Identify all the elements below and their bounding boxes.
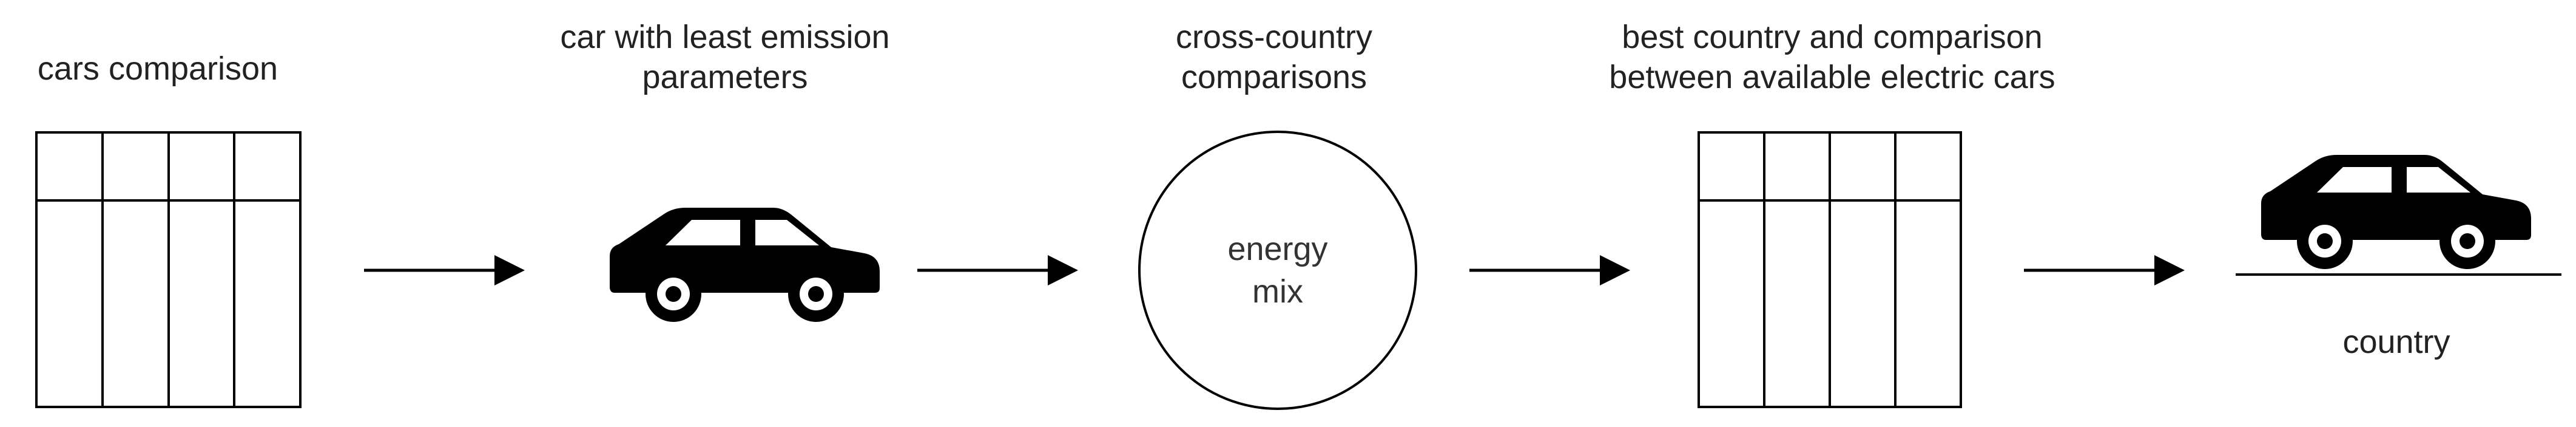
step-label-cross-country: cross-country comparisons — [1092, 17, 1456, 97]
label-line: best country and comparison — [1622, 19, 2043, 55]
step-label-cars-comparison: cars comparison — [37, 50, 278, 87]
car-on-ground-icon — [2236, 155, 2561, 276]
energy-mix-circle — [1138, 131, 1417, 410]
table-icon — [35, 131, 302, 408]
label-line: cross-country — [1175, 19, 1373, 55]
table-icon — [1698, 131, 1962, 408]
label-line: between available electric cars — [1609, 59, 2055, 95]
step-label-least-emission: car with least emission parameters — [488, 17, 962, 97]
step-label-best-country: best country and comparison between avai… — [1535, 17, 2129, 97]
step-label-country: country — [2342, 324, 2450, 360]
energy-mix-text: energy mix — [1156, 228, 1399, 313]
circle-line: energy — [1227, 231, 1328, 267]
car-icon — [610, 208, 880, 322]
label-line: parameters — [642, 59, 808, 95]
label-line: comparisons — [1181, 59, 1367, 95]
circle-line: mix — [1252, 273, 1303, 310]
label-line: car with least emission — [560, 19, 890, 55]
